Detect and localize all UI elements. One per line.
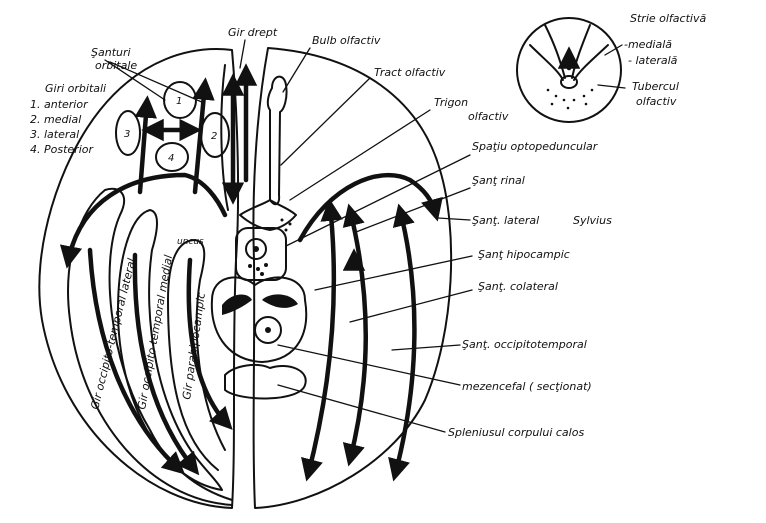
label-tract-olfactiv: Tract olfactiv	[374, 66, 446, 79]
label-giri-item: 1. anterior	[30, 98, 89, 111]
label-sant-occipitotemporal: Şanţ. occipitotemporal	[462, 338, 587, 351]
leader-occipitotemporal	[391, 344, 461, 351]
inset-circle	[516, 17, 622, 123]
substantia-nigra	[262, 294, 298, 308]
label-sant-colateral: Şanţ. colateral	[478, 280, 558, 293]
leader-tract	[280, 77, 371, 166]
mammillary-body	[253, 246, 259, 252]
olfactory-trigon	[239, 199, 297, 231]
label-trigon-2: olfactiv	[468, 110, 509, 123]
leader-tubercul	[597, 84, 626, 89]
leader-bulb	[282, 47, 311, 93]
label-bulb-olfactiv: Bulb olfactiv	[312, 34, 381, 47]
tuber-dot	[248, 264, 252, 268]
tubercle-dot	[288, 222, 292, 226]
label-santuri-2: orbitale	[95, 59, 137, 72]
lateral-sulcus-arrow	[297, 172, 443, 243]
label-giri-orbitali: Giri orbitali	[45, 82, 106, 95]
label-sant-lateral: Şanţ. lateral	[472, 214, 539, 227]
cerebral-aqueduct	[254, 316, 282, 344]
tuber-dot	[264, 263, 268, 267]
olfactory-bulb	[266, 75, 288, 206]
gyrus-number: 4	[168, 153, 174, 164]
sulcus-arrow	[87, 247, 185, 475]
cerebral-aqueduct	[265, 327, 271, 333]
orbital-gyrus-3	[115, 110, 141, 156]
leader-colateral	[349, 289, 473, 323]
sulcus-arrow	[186, 257, 233, 430]
label-tubercul-2: olfactiv	[636, 95, 677, 108]
label-gir-drept: Gir drept	[228, 26, 278, 39]
leader-opto	[285, 154, 471, 247]
leader-rinal	[355, 187, 471, 233]
rhinal-arrow	[342, 203, 368, 467]
leader-mezencefal	[277, 344, 461, 386]
gyrus-number: 3	[124, 129, 130, 140]
label-stria-laterala: - laterală	[628, 54, 678, 67]
leader-santuri	[109, 61, 205, 104]
optopeduncular-space	[235, 227, 287, 281]
label-sylvius: Sylvius	[573, 214, 612, 227]
label-sant-rinal: Şanţ rinal	[472, 174, 525, 187]
leader-santuri	[104, 59, 166, 101]
leader-gir-drept	[239, 39, 246, 69]
label-mezencefal: mezencefal ( secţionat)	[462, 380, 592, 393]
leader-splenius	[277, 384, 446, 433]
orbital-arrow	[134, 95, 157, 195]
collateral-arrow	[301, 198, 343, 482]
inset-dots	[546, 88, 594, 110]
mammillary-body	[245, 238, 267, 260]
tubercle-dot	[284, 228, 288, 232]
stria-medial	[544, 24, 566, 79]
orbital-gyrus-4	[155, 142, 189, 172]
orbital-arrow	[192, 77, 215, 195]
tubercle-dot	[280, 218, 284, 222]
leader-hipocampic	[314, 255, 473, 291]
leader-lateral	[437, 217, 471, 221]
label-trigon-1: Trigon	[434, 96, 468, 109]
label-stria-mediala: -medială	[624, 38, 672, 51]
label-sant-hipocampic: Şanţ hipocampic	[478, 248, 570, 261]
stria-lateral-2	[529, 44, 564, 81]
leader-striae	[604, 44, 623, 56]
stria-lateral-3	[573, 44, 609, 81]
label-tubercul-1: Tubercul	[632, 80, 679, 93]
label-splenius: Spleniusul corpului calos	[448, 426, 584, 439]
tuber-dot	[256, 267, 260, 271]
parahippocampal-gyrus	[167, 239, 226, 471]
label-strie-olfactiva: Strie olfactivă	[630, 12, 706, 25]
label-giri-item: 3. lateral	[30, 128, 79, 141]
sulcus-arrow	[132, 252, 200, 476]
label-giri-item: 2. medial	[30, 113, 81, 126]
leader-trigon	[289, 109, 431, 201]
label-santuri-1: Şanturi	[91, 46, 131, 59]
substantia-nigra	[222, 294, 252, 315]
label-gir-ot-lateral: Gir occipito-temporal lateral	[88, 257, 138, 411]
brain-outline-right	[252, 47, 453, 509]
label-giri-item: 4. Posterior	[30, 143, 94, 156]
occipitotemporal-arrow	[388, 203, 417, 482]
sulcus-arrow	[59, 172, 228, 269]
tuber-dot	[260, 272, 264, 276]
label-spatiu-optopeduncular: Spaţiu optopeduncular	[472, 140, 599, 153]
gyrus-number: 1	[176, 96, 182, 107]
splenium	[224, 363, 307, 400]
gyrus-number: 2	[211, 131, 217, 142]
olfactory-tubercle-inset	[560, 75, 578, 89]
label-uncus: uncus	[177, 237, 204, 247]
gyrus-rectus-left	[220, 64, 229, 211]
